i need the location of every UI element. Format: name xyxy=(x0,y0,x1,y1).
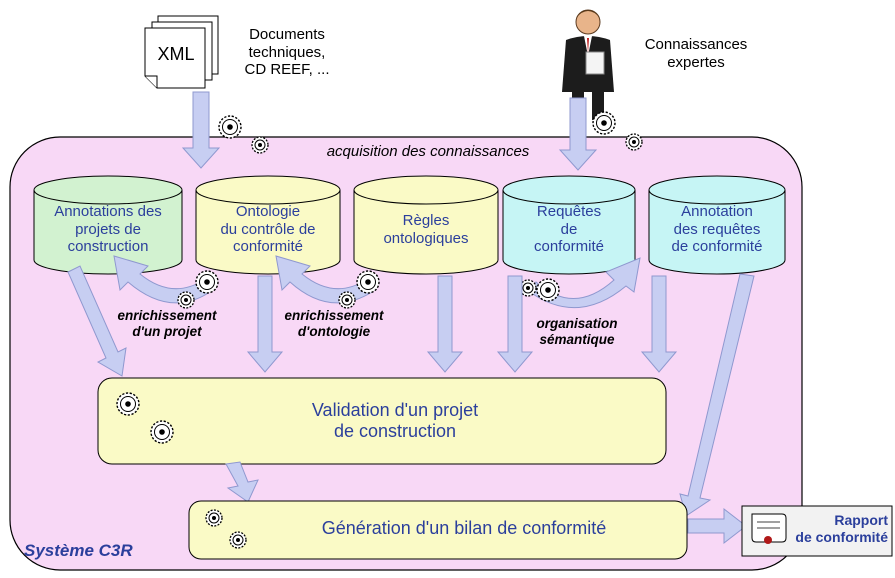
validation-label: Validation d'un projet de construction xyxy=(311,400,479,442)
database-regles xyxy=(353,175,499,275)
generation-label: Génération d'un bilan de conformité xyxy=(321,518,607,538)
generation-box xyxy=(188,500,688,560)
expert-label: Connaissances expertes xyxy=(644,36,748,71)
db-label-requetes: Requêtes de conformité xyxy=(533,203,605,256)
xml-label: XML xyxy=(157,44,195,64)
process-enrich-project: enrichissement d'un projet xyxy=(117,308,217,339)
system-label: Système C3R xyxy=(24,541,133,560)
validation-to-generation-arrow xyxy=(225,461,259,503)
database-annotations-projets xyxy=(33,175,183,275)
enrichment-arrows xyxy=(113,255,641,309)
output-arrow xyxy=(687,507,747,545)
acquisition-label: acquisition des connaissances xyxy=(326,143,530,160)
database-annotation-requetes xyxy=(648,175,786,275)
scroll-icon xyxy=(751,513,787,544)
validation-box xyxy=(97,377,667,465)
database-ontologie xyxy=(195,175,341,275)
process-enrich-ontology: enrichissement d'ontologie xyxy=(284,308,384,339)
db-label-annotation-requetes: Annotation des requêtes de conformité xyxy=(671,203,763,256)
report-label: Rapport de conformité xyxy=(795,512,888,545)
db-to-validation-arrows xyxy=(67,265,678,377)
process-semantic-org: organisation sémantique xyxy=(536,316,618,347)
db-label-ontologie: Ontologie du contrôle de conformité xyxy=(220,203,316,256)
db-label-annotations-projets: Annotations des projets de construction xyxy=(54,203,162,256)
input-arrows xyxy=(181,91,598,171)
documents-label: Documents techniques, CD REEF, ... xyxy=(244,26,330,79)
db-label-regles: Règles ontologiques xyxy=(383,212,469,247)
annotation-to-generation-arrow xyxy=(679,273,755,517)
documents-icon xyxy=(144,15,219,89)
database-requetes xyxy=(502,175,636,275)
